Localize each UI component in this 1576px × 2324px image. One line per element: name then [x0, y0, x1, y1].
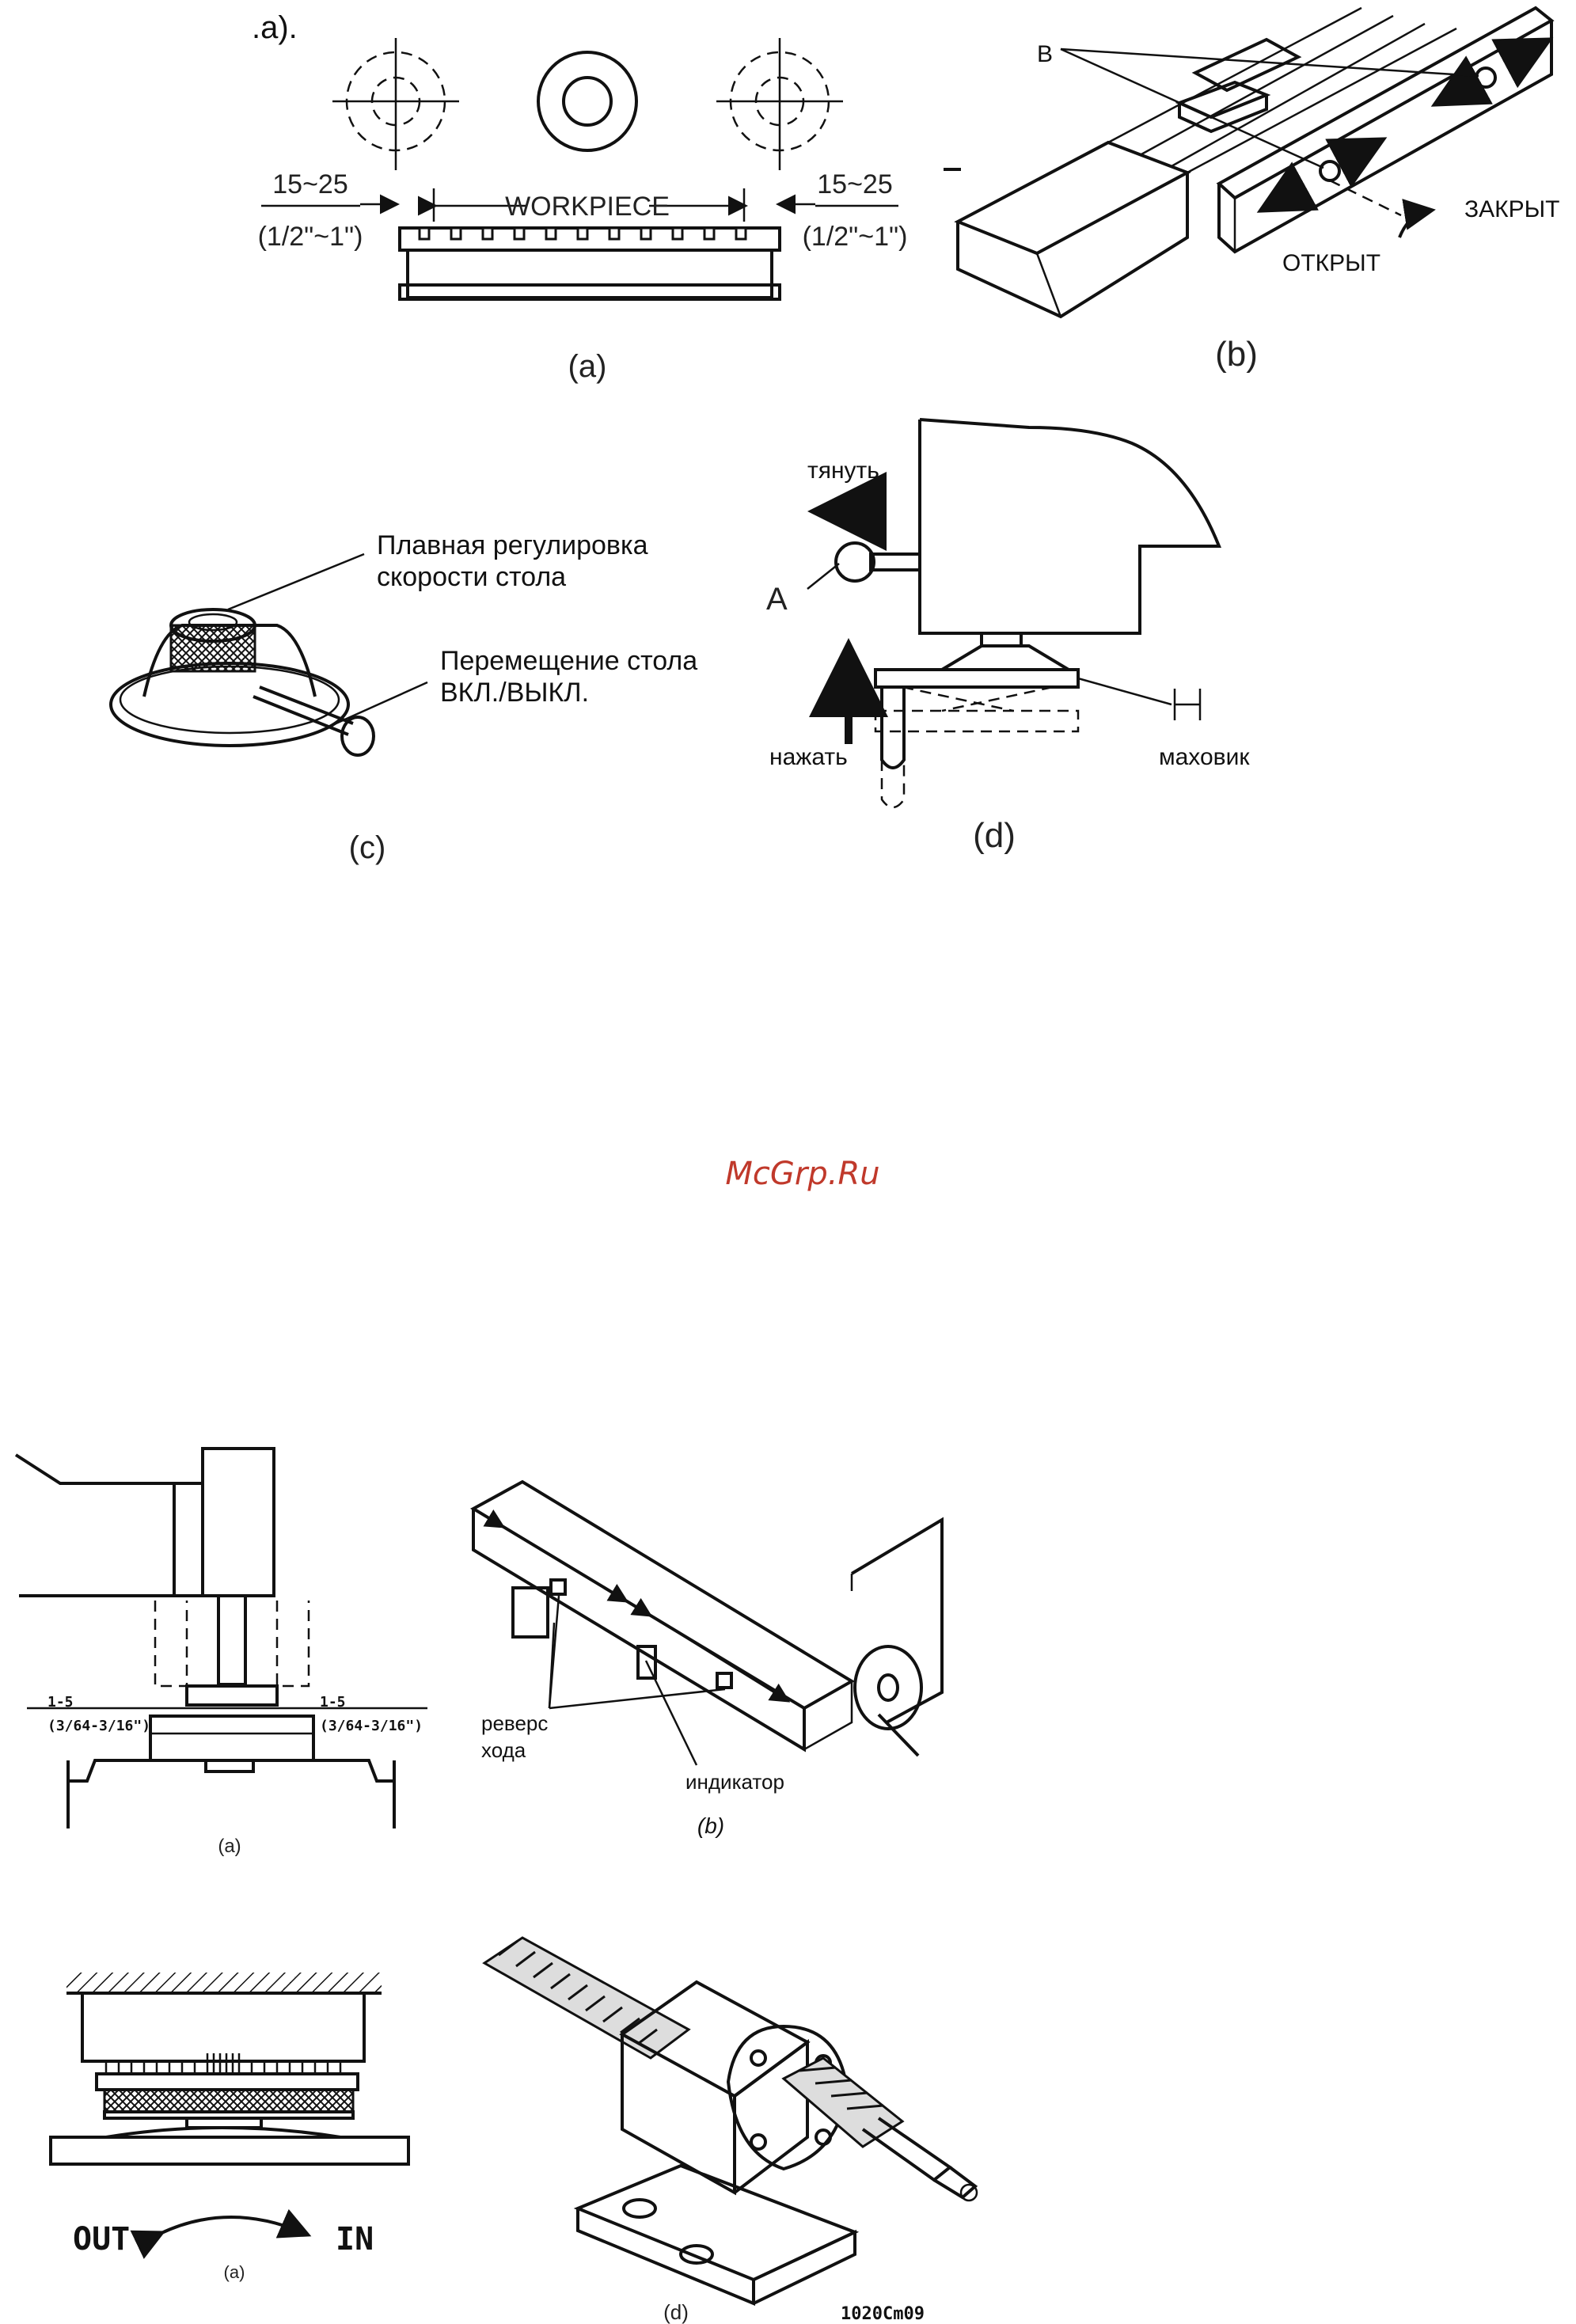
dim2-left-mm: 1-5	[47, 1694, 74, 1711]
label-move-line2: ВКЛ./ВЫКЛ.	[440, 678, 589, 708]
left-tool-position	[332, 38, 459, 170]
label-out: OUT	[73, 2221, 130, 2258]
figure-code: 1020Cm09	[841, 2304, 925, 2324]
label-move-line1: Перемещение стола	[440, 646, 697, 676]
top-fragment-text: .a).	[252, 10, 298, 45]
label-a: A	[766, 582, 788, 617]
t-slots	[420, 228, 746, 239]
dim2-right-mm: 1-5	[320, 1694, 346, 1711]
label-closed: ЗАКРЫТ	[1464, 196, 1560, 222]
label-reverse-line1: реверс	[481, 1711, 548, 1735]
dial-knurl	[104, 2090, 353, 2112]
right-tool-position	[716, 38, 843, 170]
figure-c-caption: (c)	[349, 830, 386, 865]
label-speed-line2: скорости стола	[377, 562, 566, 592]
hatched-housing	[66, 1973, 382, 1993]
label-b: B	[1037, 41, 1053, 67]
figure-a2-caption: (a)	[218, 1836, 241, 1857]
figure-a-caption: (a)	[568, 349, 607, 384]
label-reverse-line2: хода	[481, 1738, 526, 1762]
figure-b-table-stops: B ЗАКРЫТ ОТКРЫТ (b)	[958, 8, 1560, 374]
label-push: нажать	[769, 744, 848, 770]
figure-c2-caption: (a)	[224, 2262, 245, 2282]
rotation-arrow-icon	[1399, 211, 1430, 237]
label-pull: тянуть	[807, 458, 879, 484]
label-in: IN	[336, 2221, 374, 2258]
figure-d2-ballscrew: (d) 1020Cm09	[484, 1938, 977, 2324]
figure-b-caption: (b)	[1215, 335, 1258, 374]
label-indicator: индикатор	[685, 1770, 784, 1794]
watermark: McGrp.Ru	[725, 1156, 879, 1192]
dim-left-inch: (1/2"~1")	[258, 222, 363, 252]
dim2-left-inch: (3/64-3/16")	[47, 1718, 150, 1734]
figure-b2-travel-reversal: реверс хода индикатор (b)	[473, 1482, 942, 1838]
figure-a-workpiece-clearance: WORKPIECE 15~25 (1/2"~1") 15~25 (1/2"~1"…	[258, 38, 908, 384]
figure-d-handwheel: A тянуть нажать маховик (d)	[766, 420, 1250, 855]
dim-right-mm: 15~25	[817, 169, 893, 199]
label-handwheel: маховик	[1159, 744, 1250, 770]
stop-direction-arrows	[1266, 43, 1544, 207]
dial-graduations	[106, 2053, 340, 2074]
dim2-right-inch: (3/64-3/16")	[320, 1718, 423, 1734]
label-open: ОТКРЫТ	[1282, 250, 1380, 276]
dim-left-mm: 15~25	[272, 169, 348, 199]
workpiece-label: WORKPIECE	[505, 192, 670, 222]
dim-right-inch: (1/2"~1")	[803, 222, 908, 252]
figure-b2-caption: (b)	[697, 1813, 724, 1838]
figure-a2-cutter-clearance: 1-5 (3/64-3/16") 1-5 (3/64-3/16") (a)	[16, 1449, 427, 1857]
center-tool-position	[538, 52, 636, 150]
label-speed-line1: Плавная регулировка	[377, 530, 648, 560]
figure-d2-caption: (d)	[663, 2300, 689, 2324]
ballscrew-thread	[484, 1938, 689, 2058]
figure-d-caption: (d)	[973, 816, 1016, 855]
speed-knob-knurl	[171, 625, 255, 671]
figure-c-speed-control: Плавная регулировка скорости стола Перем…	[111, 530, 697, 865]
figure-c2-dial-adjust: OUT IN (a)	[51, 1973, 408, 2282]
handle-a-knob	[836, 543, 874, 581]
